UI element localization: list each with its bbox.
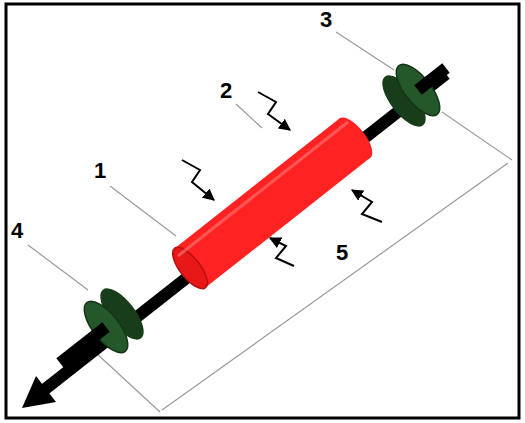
frame	[6, 4, 519, 418]
dimension-bracket	[95, 112, 512, 412]
left-bearing	[60, 282, 151, 363]
shaft-arrow	[22, 376, 56, 408]
radiation-arrows	[182, 92, 382, 266]
callout-number: 5	[336, 242, 348, 264]
shaft	[44, 74, 446, 390]
callout-number: 2	[220, 80, 232, 102]
callout-number: 3	[320, 9, 332, 31]
rotor-cylinder	[167, 112, 379, 294]
callout-number: 4	[11, 220, 23, 242]
callout-number: 1	[94, 160, 106, 182]
leader-lines	[28, 32, 394, 290]
right-bearing	[375, 58, 448, 134]
